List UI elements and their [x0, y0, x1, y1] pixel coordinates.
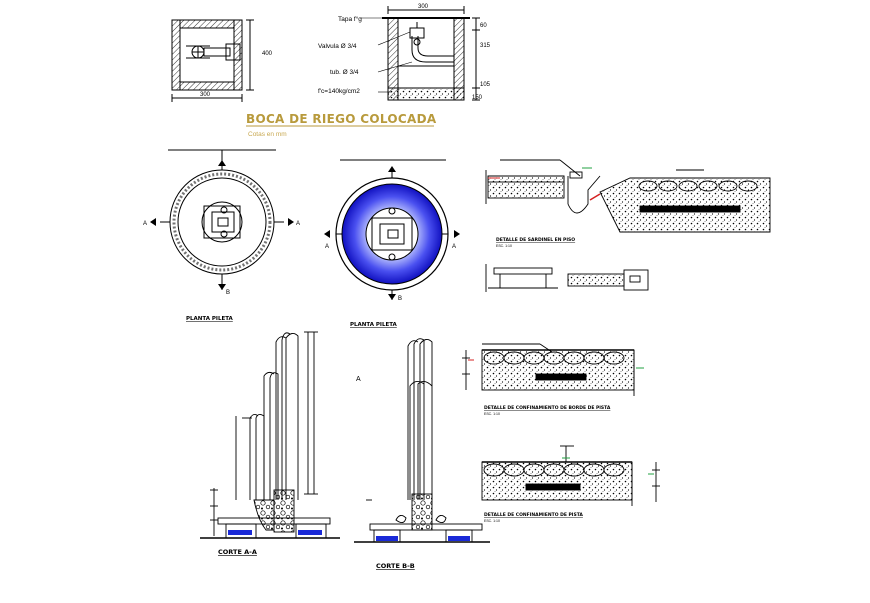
plan-left-mark-a2: A: [296, 221, 300, 227]
section-dim-right-b: 315: [480, 43, 491, 49]
section-dim-top: 300: [418, 4, 429, 10]
box-plan-view: [171, 19, 254, 102]
sheet-title: BOCA DE RIEGO COLOCADA: [246, 112, 437, 126]
plan-view-left: [160, 149, 284, 290]
plan-right-mark-a2: A: [452, 244, 456, 250]
detail-track-accents: [562, 457, 654, 475]
valve-box-section: [360, 6, 480, 101]
plan-left-mark-b: B: [226, 290, 230, 296]
label-tapa: Tapa f°g: [338, 15, 362, 23]
plan-right-mark-b: B: [398, 296, 402, 302]
plan-right-caption: PLANTA PILETA: [350, 322, 398, 328]
section-dim-bottom: 150: [472, 95, 483, 101]
detail-curb-elevation: [485, 264, 649, 292]
plan-right-mark-a1: A: [325, 244, 329, 250]
detail-edge-scale: ESC. 1:10: [484, 412, 500, 416]
detail-track-caption: DETALLE DE CONFINAMIENTO DE PISTA: [484, 512, 583, 518]
detail-edge-confinement: [462, 343, 635, 396]
fountain-section-right: [354, 338, 490, 543]
water-left-a: [228, 530, 252, 535]
label-fc: f'c=140kg/cm2: [318, 88, 360, 95]
detail-sardinel: [485, 159, 771, 233]
box-dim-width: 300: [200, 92, 211, 98]
detail-track-scale: ESC. 1:10: [484, 519, 500, 523]
water-left-b: [298, 530, 322, 535]
section-dim-right-c: 105: [480, 82, 491, 88]
detail-track-confinement: [481, 445, 660, 506]
detail-sardinel-caption: DETALLE DE SARDINEL EN PISO: [496, 237, 575, 243]
plan-view-right: [335, 159, 449, 300]
detail-sardinel-accents: [488, 167, 601, 201]
detail-edge-accents: [468, 359, 644, 369]
detail-edge-caption: DETALLE DE CONFINAMIENTO DE BORDE DE PIS…: [484, 405, 611, 411]
plan-left-mark-a1: A: [143, 221, 147, 227]
sheet-subtitle: Cotas en mm: [248, 131, 287, 138]
plan-right-marks: [324, 166, 460, 300]
label-tub: tub. Ø 3/4: [330, 69, 359, 76]
plan-left-caption: PLANTA PILETA: [186, 316, 234, 322]
water-right-b: [448, 536, 470, 541]
plan-left-marks: [150, 160, 294, 290]
water-right-a: [376, 536, 398, 541]
section-right-caption: CORTE B-B: [376, 562, 415, 570]
section-mid-mark: A: [356, 376, 361, 383]
section-left-caption: CORTE A-A: [218, 548, 257, 556]
section-dim-right-a: 60: [480, 23, 487, 29]
box-dim-height: 400: [262, 51, 273, 57]
detail-sardinel-scale: ESC. 1:10: [496, 244, 512, 248]
fountain-section-left: [200, 331, 340, 539]
label-valvula: Valvula Ø 3/4: [318, 43, 357, 50]
